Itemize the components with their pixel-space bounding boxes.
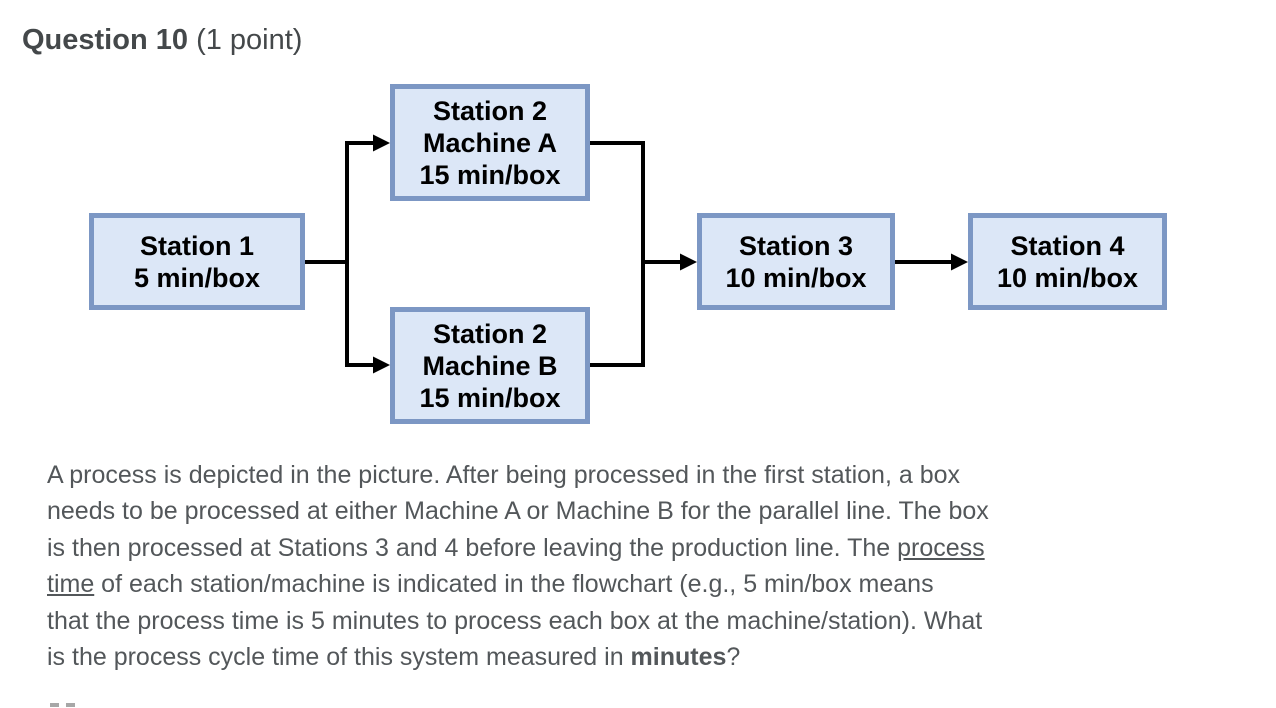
station3-name: Station 3 xyxy=(738,230,853,261)
text-segment: that the process time is 5 minutes to pr… xyxy=(47,606,983,635)
station3-rate: 10 min/box xyxy=(725,262,867,293)
text-segment: is then processed at Stations 3 and 4 be… xyxy=(47,533,898,562)
arrowhead-into-station3 xyxy=(680,253,697,271)
station1-box: Station 1 5 min/box xyxy=(89,213,305,310)
cutoff-content-fragment xyxy=(50,703,59,707)
station4-rate: 10 min/box xyxy=(996,262,1139,293)
question-text-line-1: A process is depicted in the picture. Af… xyxy=(47,457,1257,493)
text-segment: needs to be processed at either Machine … xyxy=(47,497,989,526)
underlined-text-process: process xyxy=(897,533,985,562)
question-header: Question 10 (1 point) xyxy=(22,22,302,58)
station4-box: Station 4 10 min/box xyxy=(968,213,1167,310)
text-segment: ? xyxy=(726,643,741,672)
question-text-line-6: is the process cycle time of this system… xyxy=(47,639,1257,675)
text-segment: A process is depicted in the picture. Af… xyxy=(47,461,961,489)
question-text-line-5: that the process time is 5 minutes to pr… xyxy=(47,603,1257,639)
station2-machine-b-box: Station 2 Machine B 15 min/box xyxy=(390,307,590,424)
arrowhead-into-station4 xyxy=(951,253,968,271)
station2a-rate: 15 min/box xyxy=(419,159,561,190)
station1-name: Station 1 xyxy=(139,230,254,261)
bold-text-minutes: minutes xyxy=(630,643,727,672)
station4-name: Station 4 xyxy=(1010,230,1125,261)
question-text-line-4: time of each station/machine is indicate… xyxy=(47,566,1257,602)
process-flowchart: Station 1 5 min/box Station 2 Machine A … xyxy=(89,84,1167,424)
question-text: A process is depicted in the picture. Af… xyxy=(47,457,1257,675)
flow-connectors xyxy=(303,134,968,374)
station2-machine-a-box: Station 2 Machine A 15 min/box xyxy=(390,84,590,201)
station2a-machine: Machine A xyxy=(422,127,558,158)
station2b-rate: 15 min/box xyxy=(419,382,561,413)
arrowhead-into-machine-a xyxy=(373,134,390,152)
station2b-machine: Machine B xyxy=(422,350,558,381)
station2b-name: Station 2 xyxy=(432,318,547,349)
question-text-line-2: needs to be processed at either Machine … xyxy=(47,493,1257,529)
arrowhead-into-machine-b xyxy=(373,356,390,374)
text-segment: is the process cycle time of this system… xyxy=(47,643,631,672)
station2a-name: Station 2 xyxy=(432,95,547,126)
text-segment: of each station/machine is indicated in … xyxy=(94,570,934,599)
question-text-line-3: is then processed at Stations 3 and 4 be… xyxy=(47,530,1257,566)
cutoff-content-fragment xyxy=(66,703,75,707)
underlined-text-time: time xyxy=(47,570,95,599)
station1-rate: 5 min/box xyxy=(133,262,261,293)
question-points-label: (1 point) xyxy=(196,24,303,56)
station3-box: Station 3 10 min/box xyxy=(697,213,895,310)
question-number-label: Question 10 xyxy=(22,24,188,56)
